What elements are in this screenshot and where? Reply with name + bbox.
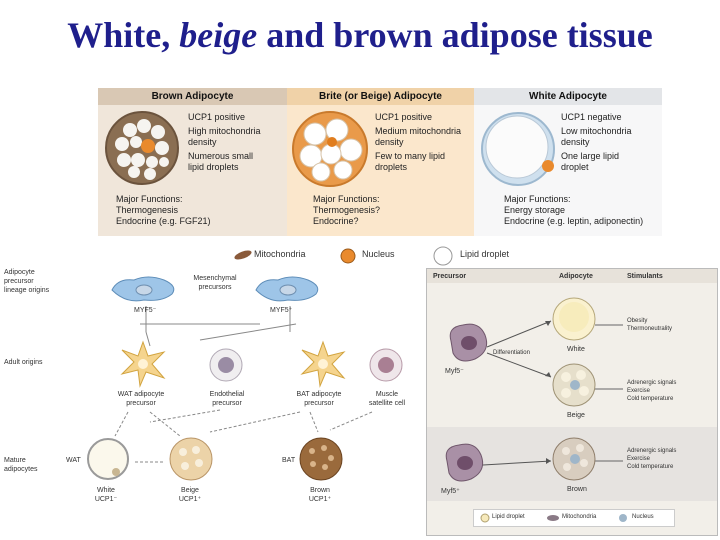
row-label-adult: Adult origins	[4, 359, 43, 366]
beige-ucp1-label: Beige UCP1⁺	[178, 487, 202, 503]
beige-cell-illustration	[292, 111, 368, 187]
right-myf5-neg: Myf5⁻	[445, 368, 464, 375]
myf5-neg-label: MYF5⁻	[134, 307, 157, 314]
right-myf5-pos: Myf5⁺	[441, 488, 460, 495]
brown-adipocyte-panel: Brown Adipocyte UCP1 positive High mitoc…	[98, 88, 287, 236]
endothelial-precursor-cell	[209, 348, 243, 382]
wat-label: WAT	[66, 457, 81, 464]
lineage-arrows	[114, 306, 373, 463]
row-label-precursor: Adipocyte precursor lineage origins	[4, 269, 50, 294]
muscle-label: Muscle satellite cell	[368, 391, 406, 407]
page-title: White, beige and brown adipose tissue	[67, 15, 653, 55]
panel-header: Brite (or Beige) Adipocyte	[287, 88, 474, 105]
bat-label: BAT	[282, 457, 296, 464]
wat-precursor-label: WAT adipocyte precursor	[117, 391, 165, 407]
panel-header: White Adipocyte	[474, 88, 662, 105]
brown-ucp1-label: Brown UCP1⁺	[308, 487, 332, 503]
beige-adipocyte-panel: Brite (or Beige) Adipocyte UCP1 positive…	[287, 88, 474, 236]
myf5-neg-precursor-cell	[449, 323, 488, 362]
header-precursor: Precursor	[433, 273, 467, 280]
nucleus-icon	[619, 514, 627, 522]
beige-functions: Major Functions: Thermogenesis?Endocrine…	[313, 194, 381, 226]
endothelial-label: Endothelial precursor	[209, 391, 245, 407]
header-adipocyte: Adipocyte	[559, 273, 593, 280]
mitochondria-icon	[234, 250, 252, 260]
row-label-mature: Mature adipocytes	[4, 457, 38, 473]
nucleus-icon	[340, 248, 356, 264]
white-ucp1-label: White UCP1⁻	[94, 487, 118, 503]
brown-cell-illustration	[105, 111, 179, 185]
muscle-satellite-cell	[369, 348, 403, 382]
beige-adipocyte-illustration	[552, 363, 596, 407]
myf5-pos-label: MYF5⁺	[270, 307, 293, 314]
white-adipocyte-panel: White Adipocyte UCP1 negative Low mitoch…	[474, 88, 662, 236]
mesenchymal-precursor-left	[111, 276, 175, 302]
white-cell-illustration	[481, 112, 555, 186]
brown-adipocyte-cell	[299, 437, 343, 481]
right-brown-label: Brown	[567, 486, 587, 493]
header-stimulants: Stimulants	[627, 273, 663, 280]
differentiation-arrows	[482, 320, 623, 466]
panel-header: Brown Adipocyte	[98, 88, 287, 105]
bat-precursor-label: BAT adipocyte precursor	[296, 391, 342, 407]
white-adipocyte-cell	[87, 438, 129, 480]
right-white-label: White	[567, 346, 585, 353]
white-adipocyte-illustration	[552, 297, 596, 341]
differentiation-panel: Precursor Adipocyte Stimulants Different…	[426, 268, 718, 536]
brown-adipocyte-illustration	[552, 437, 596, 481]
differentiation-label: Differentiation	[493, 350, 530, 356]
myf5-pos-precursor-cell	[445, 443, 484, 482]
mesenchymal-label: Mesenchymal precursors	[193, 275, 237, 291]
right-beige-label: Beige	[567, 412, 585, 419]
beige-adipocyte-cell	[169, 437, 213, 481]
mitochondria-icon	[547, 515, 559, 521]
bat-precursor-cell	[300, 340, 346, 388]
mesenchymal-precursor-right	[255, 276, 319, 302]
lipid-droplet-icon	[433, 246, 453, 266]
wat-precursor-cell	[120, 340, 166, 388]
organelle-legend: Mitochondria Nucleus Lipid droplet	[232, 246, 542, 266]
right-legend: Lipid droplet Mitochondria Nucleus	[473, 509, 675, 527]
lipid-droplet-icon	[480, 513, 490, 523]
